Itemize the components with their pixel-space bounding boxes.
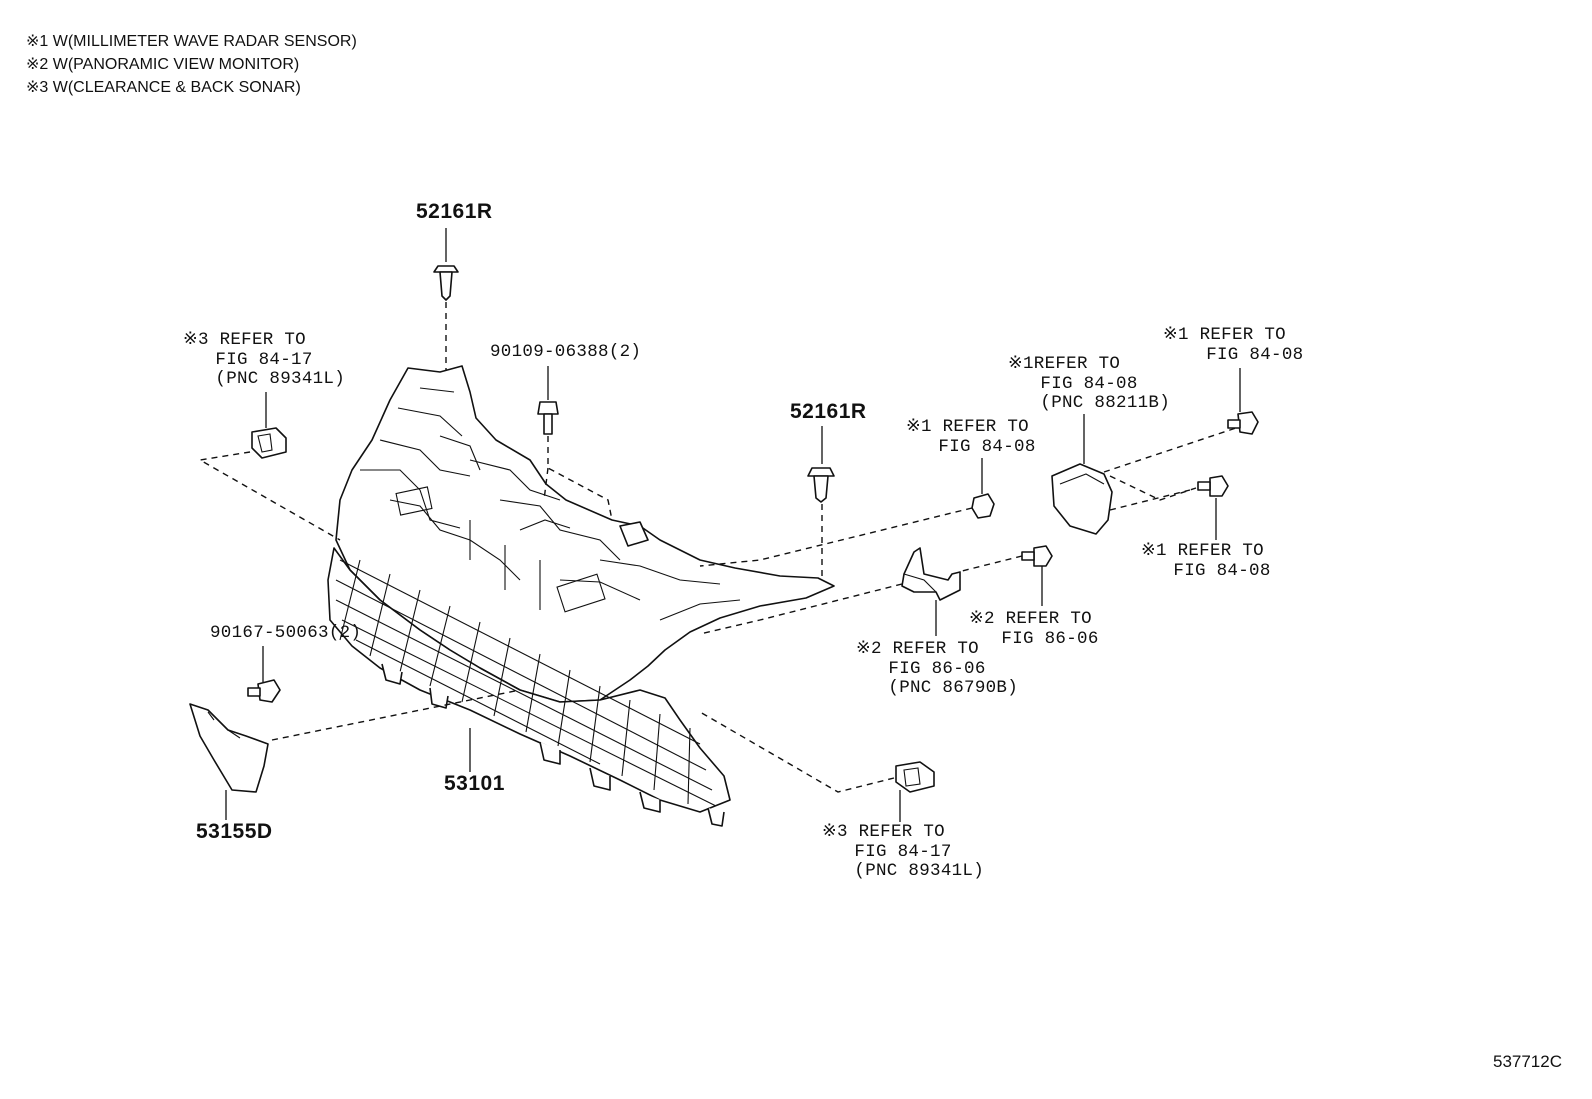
note-2: ※2 W(PANORAMIC VIEW MONITOR) [26,56,300,73]
camera-bolt-icon [957,545,1053,606]
radar-nut-icon [699,458,995,567]
radar-bolt-right-icon [1197,475,1229,540]
ref-radar-bolt-right[interactable]: ※1 REFER TO FIG 84-08 [1141,541,1271,581]
bolt-upper-icon [537,366,613,521]
radar-sensor-icon [1051,414,1237,535]
ref-sonar-left[interactable]: ※3 REFER TO FIG 84-17 (PNC 89341L) [183,330,346,389]
sonar-left-icon [197,392,341,541]
part-number-cover[interactable]: 53155D [196,820,273,843]
ref-sonar-bottom[interactable]: ※3 REFER TO FIG 84-17 (PNC 89341L) [822,822,985,881]
note-1: ※1 W(MILLIMETER WAVE RADAR SENSOR) [26,33,357,50]
part-number-clip-mid[interactable]: 52161R [790,400,867,423]
grille-assembly [327,365,835,827]
ref-camera-bolt[interactable]: ※2 REFER TO FIG 86-06 [969,609,1099,649]
camera-bracket-icon [699,547,961,636]
part-number-grille[interactable]: 53101 [444,772,505,795]
ref-camera-bracket[interactable]: ※2 REFER TO FIG 86-06 (PNC 86790B) [856,639,1019,698]
part-number-clip-top[interactable]: 52161R [416,200,493,223]
ref-radar-nut[interactable]: ※1 REFER TO FIG 84-08 [906,417,1036,457]
radar-bolt-top-icon [1227,368,1259,435]
ref-radar-sensor[interactable]: ※1REFER TO FIG 84-08 (PNC 88211B) [1008,354,1171,413]
part-number-screw-lower[interactable]: 90167-50063(2) [210,623,362,643]
sonar-bottom-icon [699,711,935,822]
legend-notes: ※1 W(MILLIMETER WAVE RADAR SENSOR) ※2 W(… [26,30,357,99]
note-3: ※3 W(CLEARANCE & BACK SONAR) [26,79,301,96]
clip-mid-icon [807,426,835,580]
cover-icon [189,689,521,820]
ref-radar-bolt-top[interactable]: ※1 REFER TO FIG 84-08 [1163,325,1304,365]
part-number-bolt-upper[interactable]: 90109-06388(2) [490,342,642,362]
clip-top-icon [433,228,459,370]
figure-id: 537712C [1492,1052,1562,1071]
screw-lower-icon [247,646,281,703]
